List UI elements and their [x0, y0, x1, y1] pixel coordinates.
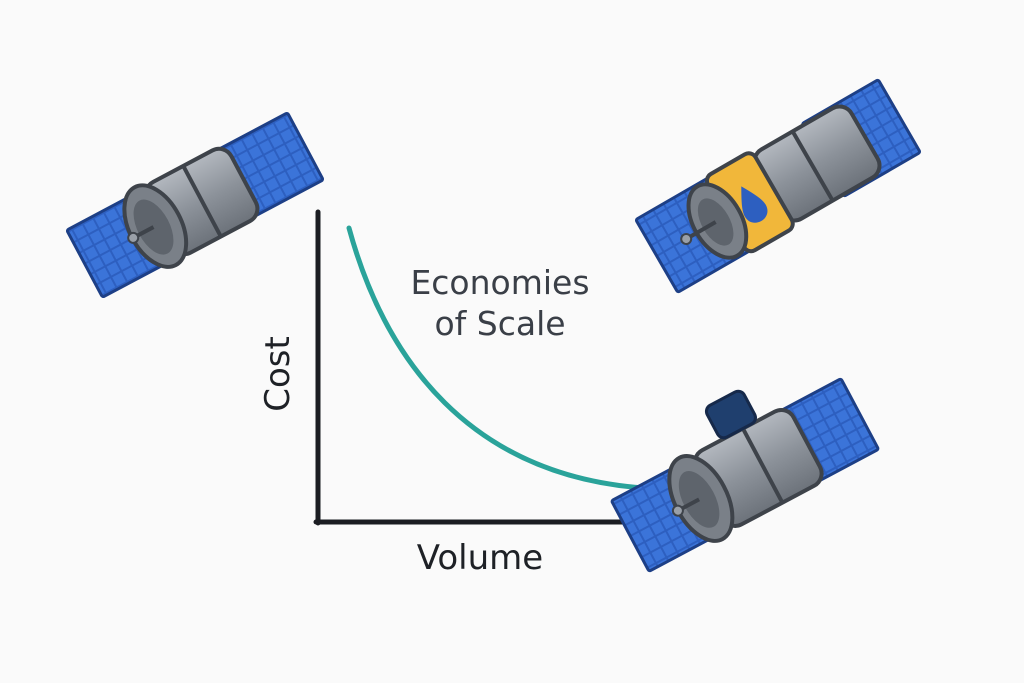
cost-curve [346, 225, 646, 491]
satellite-icon [65, 111, 325, 299]
curve-annotation: Economies of Scale [400, 262, 600, 344]
annotation-line-1: Economies [410, 263, 590, 302]
y-axis-label: Cost [258, 336, 298, 412]
x-axis-label: Volume [416, 538, 544, 578]
satellite-sensor-icon [610, 377, 880, 573]
satellite-fuel-icon [634, 78, 922, 294]
annotation-line-2: of Scale [434, 304, 566, 343]
axes [313, 209, 665, 526]
